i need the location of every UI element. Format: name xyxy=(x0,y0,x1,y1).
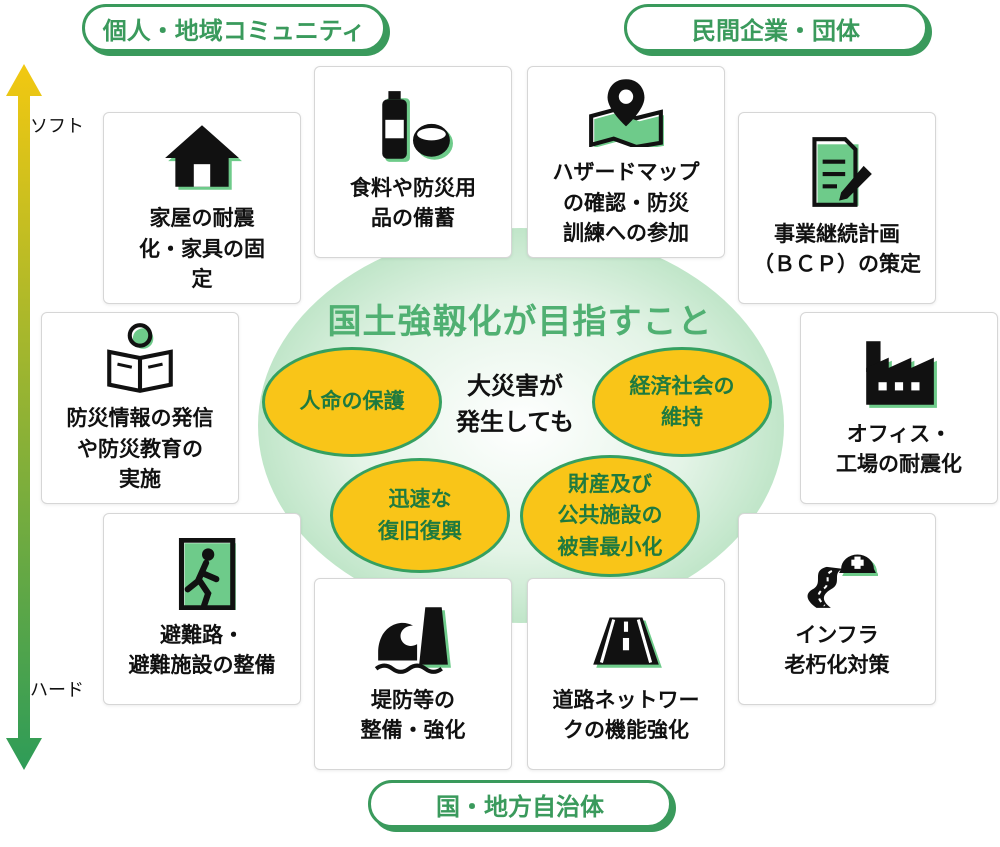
axis-hard-label: ハード xyxy=(30,680,84,701)
measure-label-road: 道路ネットワー クの機能強化 xyxy=(552,687,700,742)
measure-card-education: 防災情報の発信 や防災教育の 実施 xyxy=(41,312,239,504)
measure-label-levee: 堤防等の 整備・強化 xyxy=(360,687,466,742)
measure-label-bcp: 事業継続計画 （ＢＣＰ）の策定 xyxy=(753,221,921,276)
factory-icon xyxy=(866,340,937,408)
goal-property: 財産及び 公共施設の 被害最小化 xyxy=(520,455,700,577)
bottle-can-icon xyxy=(382,90,453,162)
center-subtitle: 大災害が 発生しても xyxy=(455,372,575,436)
goal-economy: 経済社会の 維持 xyxy=(592,347,772,457)
measure-label-infra: インフラ 老朽化対策 xyxy=(784,622,890,677)
house-icon xyxy=(165,125,242,191)
measure-card-food: 食料や防災用 品の備蓄 xyxy=(314,66,512,258)
measure-label-education: 防災情報の発信 や防災教育の 実施 xyxy=(66,406,214,492)
axis-soft-label: ソフト xyxy=(30,116,84,137)
measure-card-bcp: 事業継続計画 （ＢＣＰ）の策定 xyxy=(738,112,936,304)
category-government: 国・地方自治体 xyxy=(368,780,672,828)
goal-recovery: 迅速な 復旧復興 xyxy=(330,458,510,573)
document-pen-icon xyxy=(812,136,872,207)
measure-card-house: 家屋の耐震 化・家具の固 定 xyxy=(103,112,301,304)
measure-card-hazard: ハザードマップ の確認・防災 訓練への参加 xyxy=(527,66,725,258)
measure-label-hazard: ハザードマップ の確認・防災 訓練への参加 xyxy=(552,160,700,246)
center-title: 国土強靱化が目指すこと xyxy=(327,302,713,342)
exit-icon xyxy=(178,537,236,610)
reading-person-icon xyxy=(107,323,173,394)
wave-levee-icon xyxy=(374,606,451,674)
measure-card-evacuation: 避難路・ 避難施設の整備 xyxy=(103,513,301,705)
soft-hard-arrow xyxy=(6,64,42,770)
measure-card-infra: インフラ 老朽化対策 xyxy=(738,513,936,705)
measure-label-evacuation: 避難路・ 避難施設の整備 xyxy=(128,622,276,677)
measure-card-road: 道路ネットワー クの機能強化 xyxy=(527,578,725,770)
road-icon xyxy=(593,617,662,668)
measure-label-office: オフィス・ 工場の耐震化 xyxy=(836,421,962,476)
measure-card-office: オフィス・ 工場の耐震化 xyxy=(800,312,998,504)
measure-label-house: 家屋の耐震 化・家具の固 定 xyxy=(139,206,265,292)
category-private: 民間企業・団体 xyxy=(624,4,928,52)
measure-card-levee: 堤防等の 整備・強化 xyxy=(314,578,512,770)
goal-life: 人命の保護 xyxy=(262,347,442,457)
map-pin-icon xyxy=(589,79,664,148)
category-individual: 個人・地域コミュニティ xyxy=(82,4,386,52)
measure-label-food: 食料や防災用 品の備蓄 xyxy=(350,175,476,230)
helmet-road-icon xyxy=(807,554,878,608)
